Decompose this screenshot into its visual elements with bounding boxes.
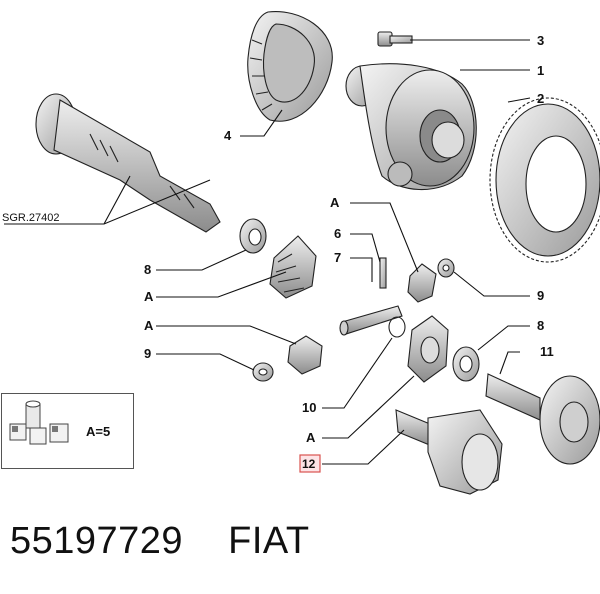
callout-1: 1 [537,63,544,78]
circlip-part-10 [388,316,406,338]
flanged-shaft-part-11 [485,373,600,465]
callout-9-right: 9 [537,288,544,303]
callout-8-left: 8 [144,262,151,277]
callout-a-lower: A [306,430,316,445]
callout-10: 10 [302,400,316,415]
cross-shaft-part-7 [339,305,403,336]
callout-labels: 3 1 2 4 SGR.27402 A 6 7 8 A 9 A 8 11 9 1… [2,33,554,473]
drive-shaft-left [35,93,221,233]
legend-text: A=5 [86,424,111,439]
callout-6: 6 [334,226,341,241]
leader-lines [4,39,531,465]
bolt-part-3 [377,31,413,47]
callout-a-left-upper: A [144,289,154,304]
quantity-legend-box: A=5 [1,393,134,469]
cv-joint-part-12 [395,409,503,495]
part-number: 55197729 [10,520,184,562]
footer: 55197729 FIAT [10,520,310,563]
side-gear-lower [407,315,449,383]
reference-code: SGR.27402 [2,212,59,224]
differential-housing-part-1 [345,63,477,191]
parts-kit-icon [9,400,69,445]
callout-12: 12 [302,457,316,471]
callout-2: 2 [537,91,544,106]
callout-a-left-lower: A [144,318,154,333]
planet-gear-upper-right [407,263,437,303]
callout-11: 11 [540,344,554,359]
ring-gear-part-2 [489,97,600,263]
brand-name: FIAT [228,520,310,562]
side-gear-upper [269,235,317,299]
pin-part-6 [379,257,387,289]
callout-9-left: 9 [144,346,151,361]
planet-gear-lower-left [287,335,323,375]
callout-a-upper: A [330,195,340,210]
callout-4: 4 [224,128,232,143]
callout-3: 3 [537,33,544,48]
callout-7: 7 [334,250,341,265]
callout-12-highlight [299,454,321,473]
callout-8-right: 8 [537,318,544,333]
crown-gear-part-4 [247,10,333,122]
